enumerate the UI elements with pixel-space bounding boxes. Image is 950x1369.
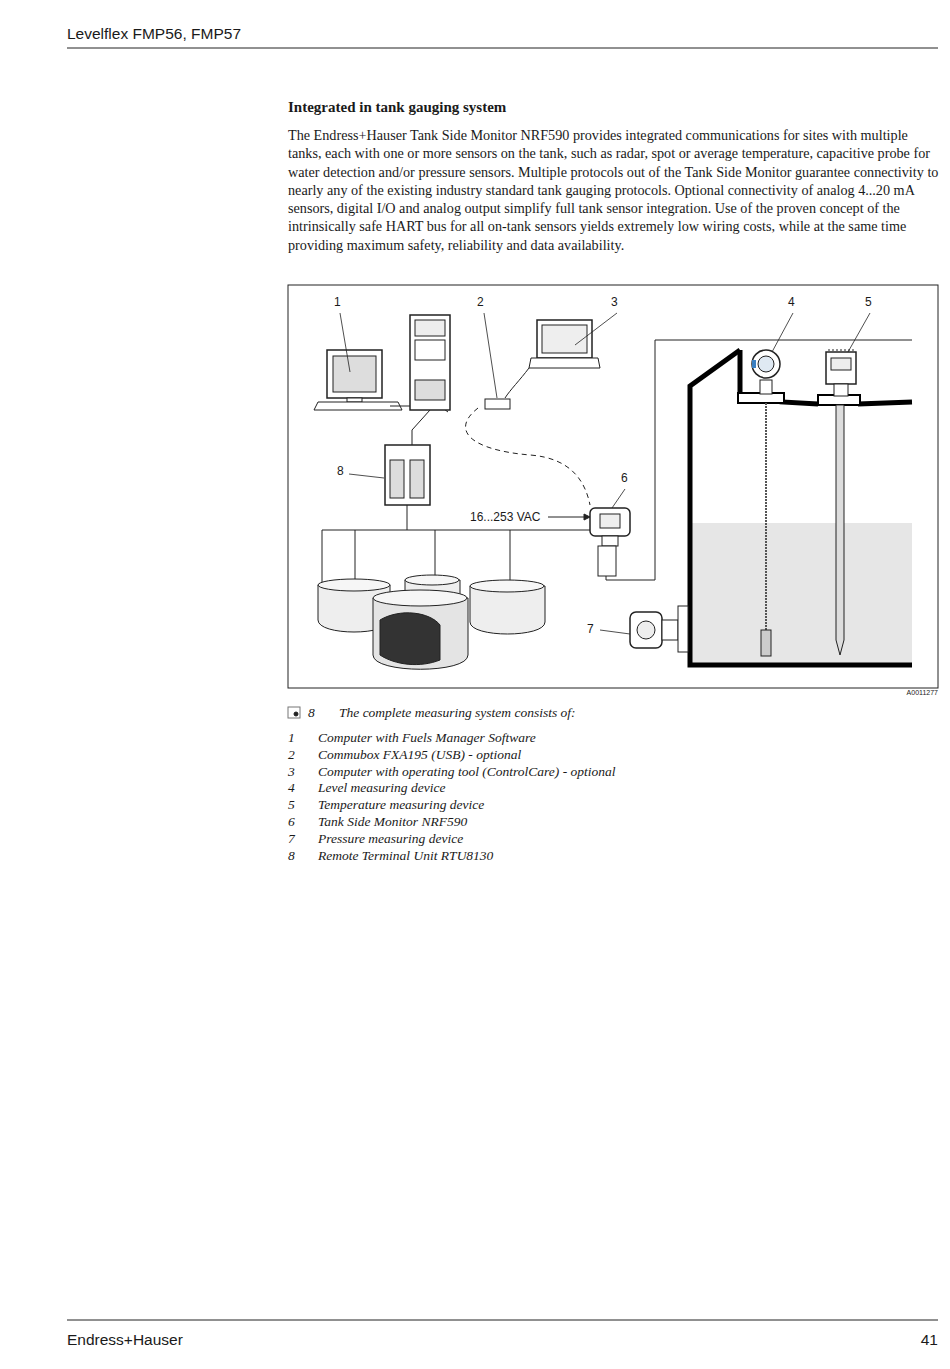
running-header: Levelflex FMP56, FMP57 <box>67 25 241 43</box>
page-number: 41 <box>921 1331 938 1349</box>
voltage-label: 16...253 VAC <box>470 510 541 524</box>
callout-number: 1 <box>334 295 341 309</box>
legend-number: 3 <box>288 764 295 780</box>
legend-number: 7 <box>288 831 295 847</box>
legend-number: 1 <box>288 730 295 746</box>
figure-number: 8 <box>308 705 315 721</box>
legend-text: Level measuring device <box>318 780 445 796</box>
legend-number: 4 <box>288 780 295 796</box>
legend-text: Computer with operating tool (ControlCar… <box>318 764 616 780</box>
footer-publisher: Endress+Hauser <box>67 1331 183 1349</box>
callout-number: 4 <box>788 295 795 309</box>
callout-number: 6 <box>621 471 628 485</box>
legend-text: Remote Terminal Unit RTU8130 <box>318 848 493 864</box>
illustration <box>314 313 912 669</box>
legend-number: 6 <box>288 814 295 830</box>
figure-frame <box>288 285 938 688</box>
legend-number: 8 <box>288 848 295 864</box>
legend-text: Temperature measuring device <box>318 797 484 813</box>
legend-text: Tank Side Monitor NRF590 <box>318 814 467 830</box>
callout-number: 3 <box>611 295 618 309</box>
figure-id: A0011277 <box>907 689 938 696</box>
callout-number: 2 <box>477 295 484 309</box>
footer-rule <box>67 1320 938 1321</box>
section-heading: Integrated in tank gauging system <box>288 99 506 116</box>
legend-text: Commubox FXA195 (USB) - optional <box>318 747 521 763</box>
body-paragraph: The Endress+Hauser Tank Side Monitor NRF… <box>288 126 940 254</box>
legend-text: Pressure measuring device <box>318 831 463 847</box>
legend-number: 5 <box>288 797 295 813</box>
legend-text: Computer with Fuels Manager Software <box>318 730 536 746</box>
callout-number: 5 <box>865 295 872 309</box>
figure-caption: The complete measuring system consists o… <box>339 705 576 721</box>
callout-number: 7 <box>587 622 594 636</box>
header-rule <box>67 48 938 49</box>
callout-number: 8 <box>337 464 344 478</box>
legend-number: 2 <box>288 747 295 763</box>
caption-icon <box>288 707 300 718</box>
